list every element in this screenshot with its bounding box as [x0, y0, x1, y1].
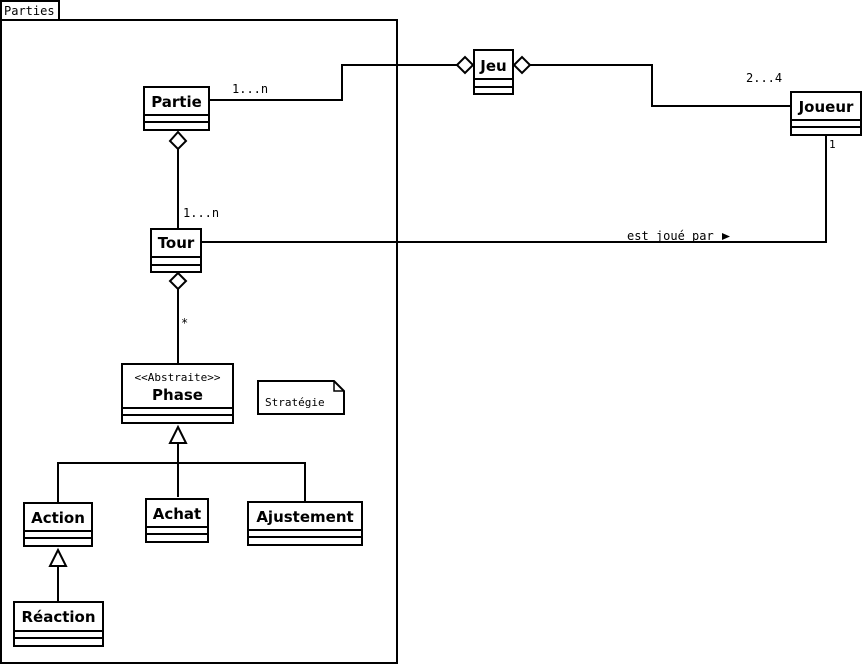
generalization-triangle-icon — [168, 424, 188, 444]
class-name: Ajustement — [256, 508, 353, 526]
association-tour-joueur[interactable] — [201, 136, 827, 243]
class-jeu[interactable]: Jeu — [473, 49, 514, 95]
class-achat[interactable]: Achat — [145, 498, 209, 543]
association-label-est-joue-par: est joué par — [627, 229, 714, 243]
multiplicity-partie-tour: 1...n — [183, 206, 219, 220]
stereotype-label: <<Abstraite>> — [134, 371, 220, 384]
aggregation-diamond-icon — [168, 130, 188, 151]
class-name: Achat — [153, 505, 201, 523]
class-joueur[interactable]: Joueur — [790, 91, 862, 136]
aggregation-diamond-icon — [455, 55, 475, 75]
package-name: Parties — [4, 4, 55, 18]
generalization-action-ajustement[interactable] — [57, 462, 306, 503]
connectors — [48, 55, 827, 602]
class-name: Phase — [152, 386, 203, 404]
class-name: Réaction — [21, 608, 95, 626]
note-text: Stratégie — [265, 396, 325, 409]
class-name: Partie — [151, 93, 202, 111]
generalization-triangle-icon — [48, 547, 68, 567]
aggregation-diamond-icon — [512, 55, 532, 75]
direction-arrow-icon — [722, 233, 730, 240]
package-parties[interactable]: Parties — [0, 0, 398, 664]
class-name: Joueur — [798, 98, 854, 116]
class-partie[interactable]: Partie — [143, 86, 210, 131]
package-body — [0, 19, 398, 664]
class-reaction[interactable]: Réaction — [13, 601, 104, 647]
aggregation-diamond-icon — [168, 271, 188, 291]
class-name: Action — [31, 509, 85, 527]
multiplicity-tour-phase: * — [181, 316, 188, 330]
class-action[interactable]: Action — [23, 502, 93, 547]
multiplicity-partie-jeu: 1...n — [232, 82, 268, 96]
class-tour[interactable]: Tour — [150, 228, 202, 273]
note-strategie[interactable]: Stratégie — [257, 380, 345, 415]
multiplicity-jeu-joueur: 2...4 — [746, 71, 782, 85]
multiplicity-joueur-tour: 1 — [829, 138, 836, 151]
class-name: Tour — [158, 234, 195, 252]
class-phase[interactable]: <<Abstraite>> Phase — [121, 363, 234, 424]
class-name: Jeu — [479, 57, 506, 75]
class-ajustement[interactable]: Ajustement — [247, 501, 363, 546]
association-partie-jeu[interactable] — [209, 64, 457, 101]
association-jeu-joueur[interactable] — [530, 64, 791, 107]
